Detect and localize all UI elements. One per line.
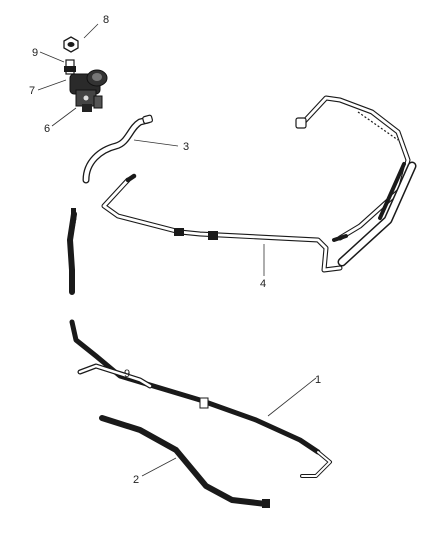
callout-4: 4 — [260, 278, 266, 290]
ribbed-hose-upper — [67, 208, 77, 295]
valve-assembly-part-6 — [64, 59, 108, 112]
callout-9-mid: 9 — [124, 368, 130, 380]
callout-8: 8 — [103, 14, 109, 26]
hose-part-3 — [82, 114, 154, 184]
callout-6: 6 — [44, 123, 50, 135]
callout-7: 7 — [29, 85, 35, 97]
hose-part-1 — [69, 319, 332, 478]
callout-1: 1 — [315, 374, 321, 386]
callouts: 8 9 7 6 3 4 9 1 2 — [29, 14, 321, 486]
callout-3: 3 — [183, 141, 189, 153]
callout-9-top: 9 — [32, 47, 38, 59]
leader-lines — [37, 23, 317, 477]
callout-2: 2 — [133, 474, 139, 486]
tube-assembly-part-4 — [101, 95, 417, 273]
hose-part-2 — [99, 415, 270, 508]
nut-part-8 — [63, 36, 79, 53]
